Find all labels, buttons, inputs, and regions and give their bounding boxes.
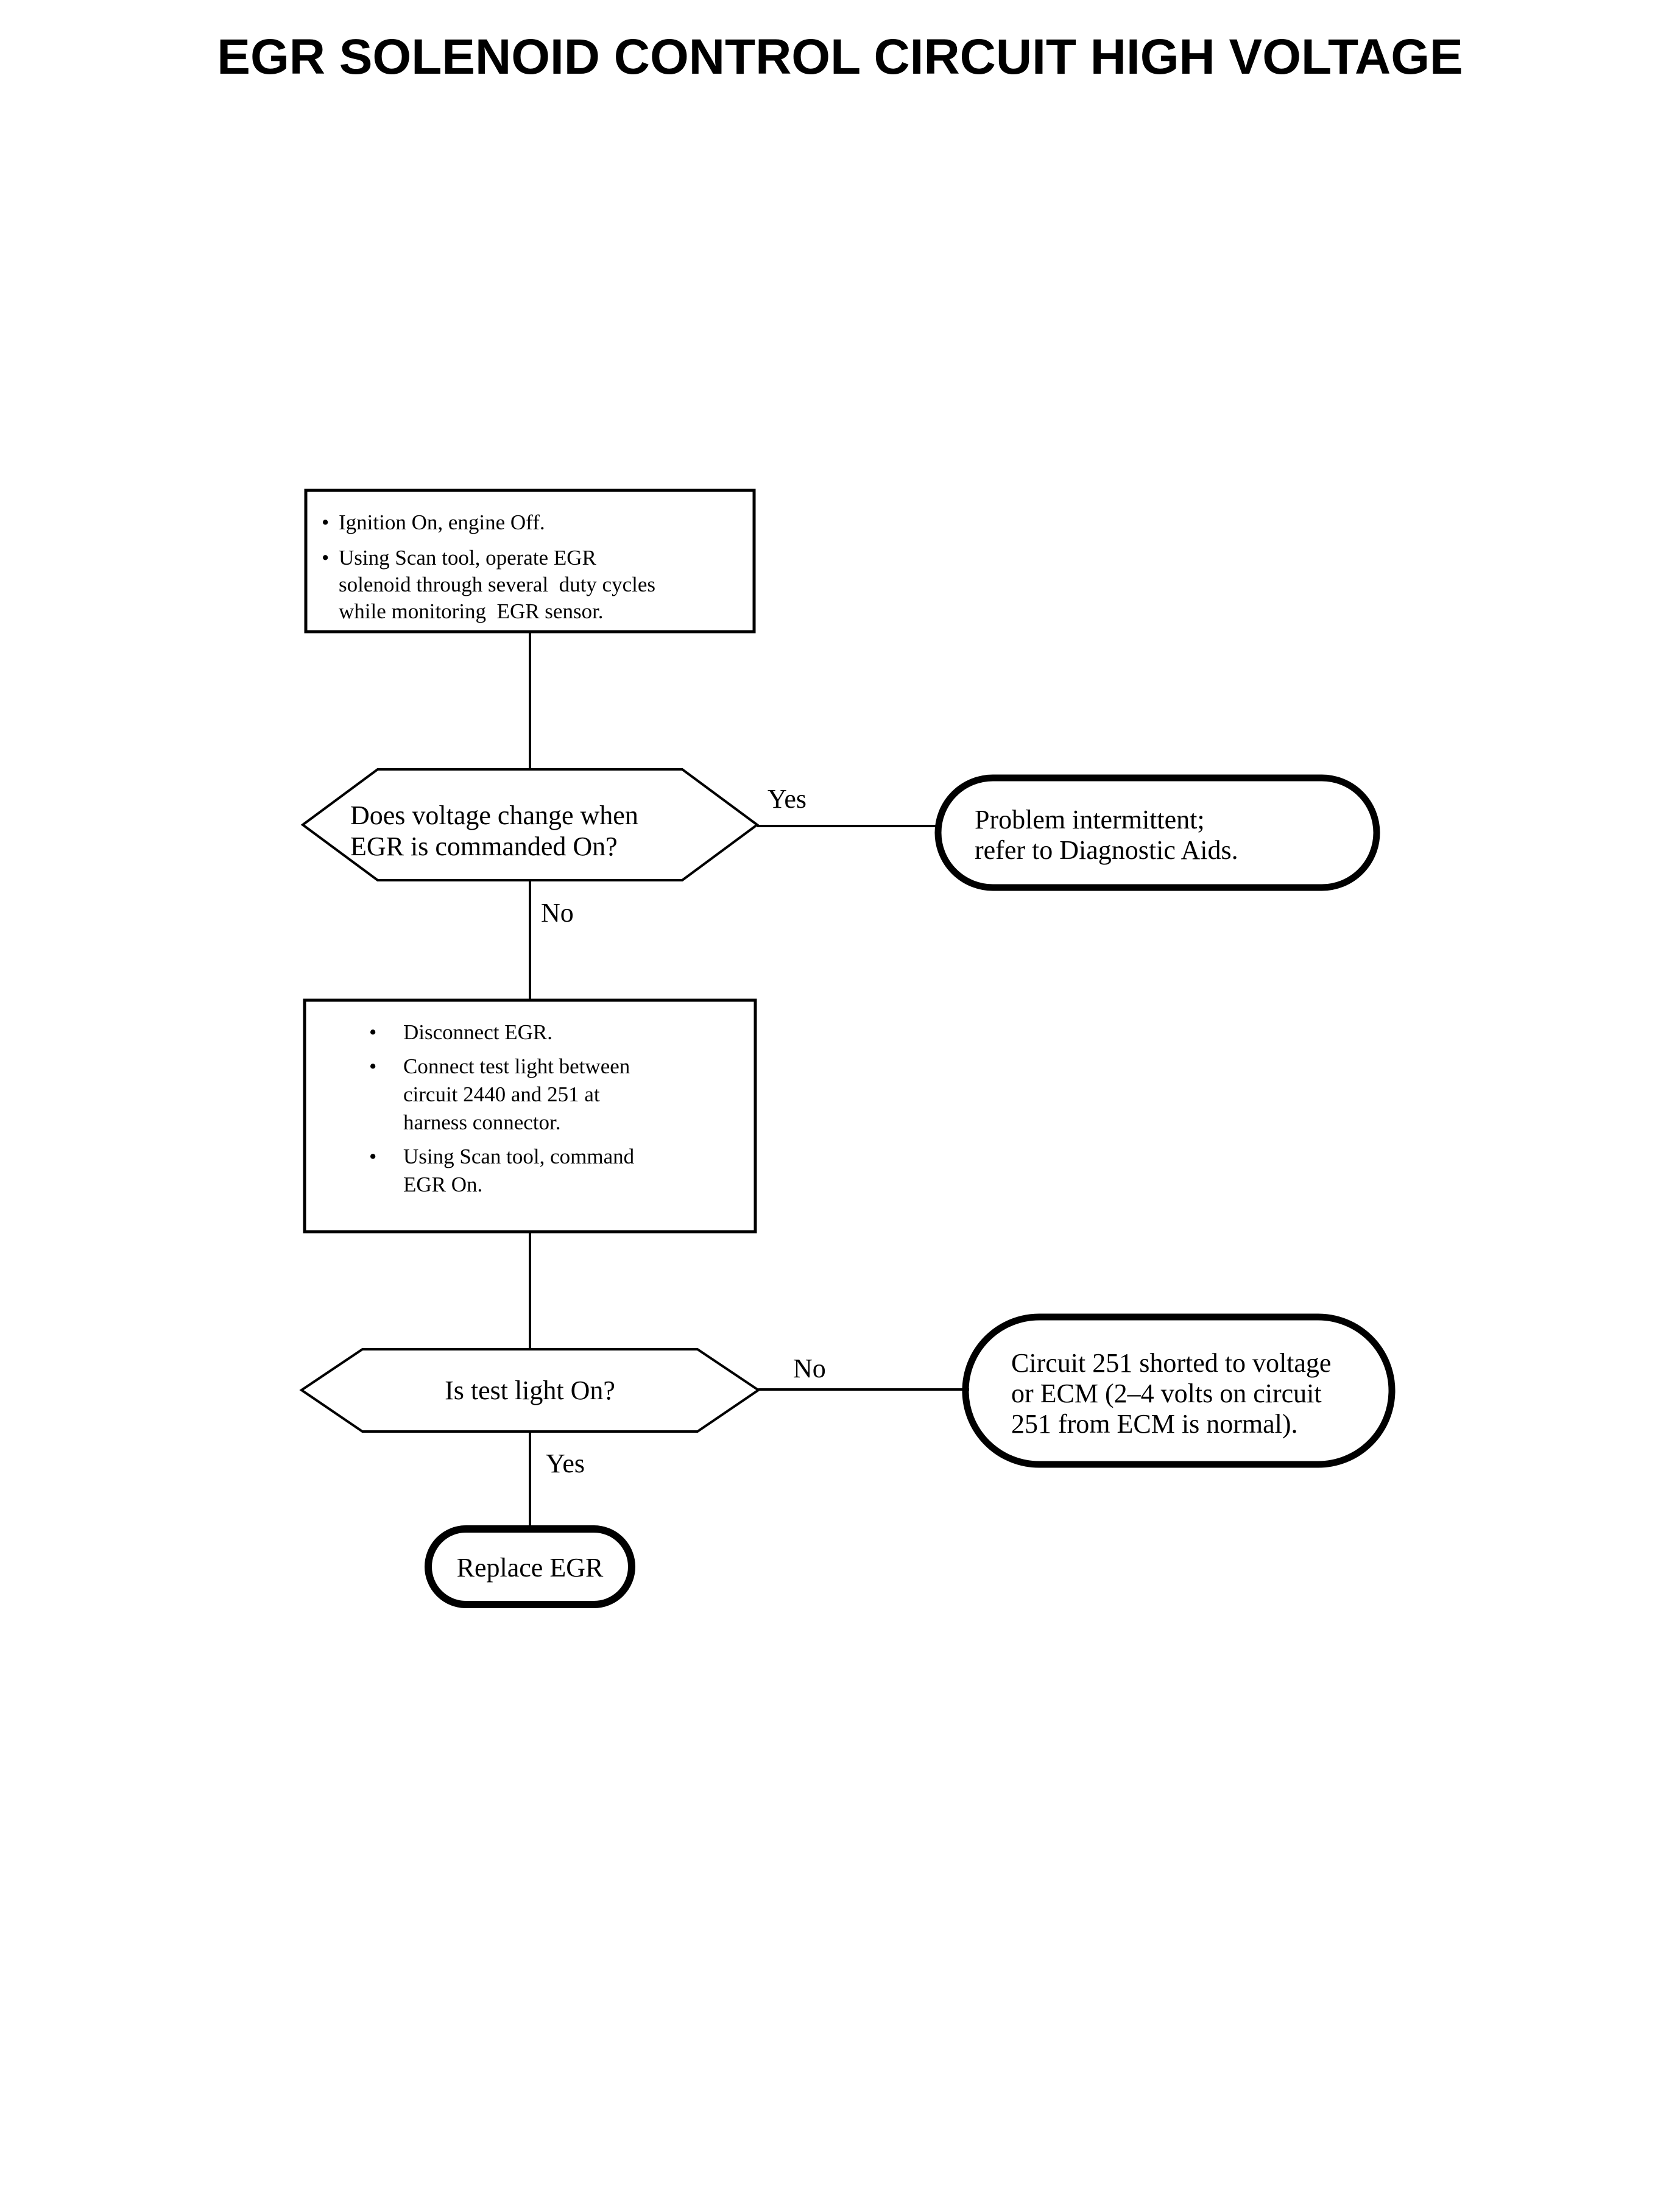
list-item: • Using Scan tool, command EGR On. (340, 1143, 754, 1199)
decision2-hexagon (299, 1348, 761, 1433)
step1-line: while monitoring EGR sensor. (339, 599, 604, 623)
result2-line: 251 from ECM is normal). (1011, 1409, 1298, 1439)
decision1-hexagon (300, 768, 760, 881)
result1-text: Problem intermittent; refer to Diagnosti… (975, 805, 1238, 866)
bullet-icon: • (322, 510, 330, 534)
step2-line: circuit 2440 and 251 at (403, 1082, 600, 1106)
decision1-line: EGR is commanded On? (350, 831, 618, 861)
step1-box (304, 489, 756, 634)
result1-line: refer to Diagnostic Aids. (975, 835, 1238, 865)
step1-line: Using Scan tool, operate EGR (339, 546, 596, 570)
decision2-text: Is test light On? (302, 1375, 758, 1406)
step2-box (303, 998, 757, 1234)
decision1-yes-label: Yes (768, 784, 807, 814)
result2-line: or ECM (2–4 volts on circuit (1011, 1379, 1322, 1408)
step2-line: Using Scan tool, command (403, 1145, 635, 1168)
step2-line: harness connector. (403, 1110, 561, 1134)
result1-line: Problem intermittent; (975, 805, 1205, 835)
list-item: • Using Scan tool, operate EGR solenoid … (322, 545, 754, 625)
result2-line: Circuit 251 shorted to voltage (1011, 1348, 1332, 1378)
step2-line: Disconnect EGR. (403, 1020, 552, 1044)
list-item: • Connect test light between circuit 244… (340, 1053, 754, 1137)
bullet-icon: • (369, 1020, 377, 1044)
decision1-line: Does voltage change when (350, 800, 638, 830)
step1-line: Ignition On, engine Off. (339, 510, 545, 534)
step1-text: • Ignition On, engine Off. • Using Scan … (322, 509, 754, 625)
decision1-no-label: No (541, 898, 574, 928)
result2-terminator (962, 1313, 1396, 1468)
terminal-text: Replace EGR (456, 1553, 604, 1583)
list-item: • Ignition On, engine Off. (322, 509, 754, 536)
page-title: EGR SOLENOID CONTROL CIRCUIT HIGH VOLTAG… (217, 29, 1463, 85)
list-item: • Disconnect EGR. (340, 1019, 754, 1047)
result2-text: Circuit 251 shorted to voltage or ECM (2… (1011, 1348, 1331, 1439)
bullet-icon: • (322, 546, 330, 570)
decision1-text: Does voltage change when EGR is commande… (350, 800, 638, 862)
step1-line: solenoid through several duty cycles (339, 573, 656, 596)
decision2-line: Is test light On? (445, 1375, 615, 1405)
result1-terminator (934, 774, 1380, 891)
step2-line: Connect test light between (403, 1054, 630, 1078)
bullet-icon: • (369, 1145, 377, 1168)
bullet-icon: • (369, 1054, 377, 1078)
terminal-pill (425, 1525, 635, 1608)
decision2-no-label: No (793, 1354, 826, 1383)
step2-text: • Disconnect EGR. • Connect test light b… (340, 1019, 754, 1199)
decision2-yes-label: Yes (546, 1449, 585, 1478)
step2-line: EGR On. (403, 1173, 483, 1196)
